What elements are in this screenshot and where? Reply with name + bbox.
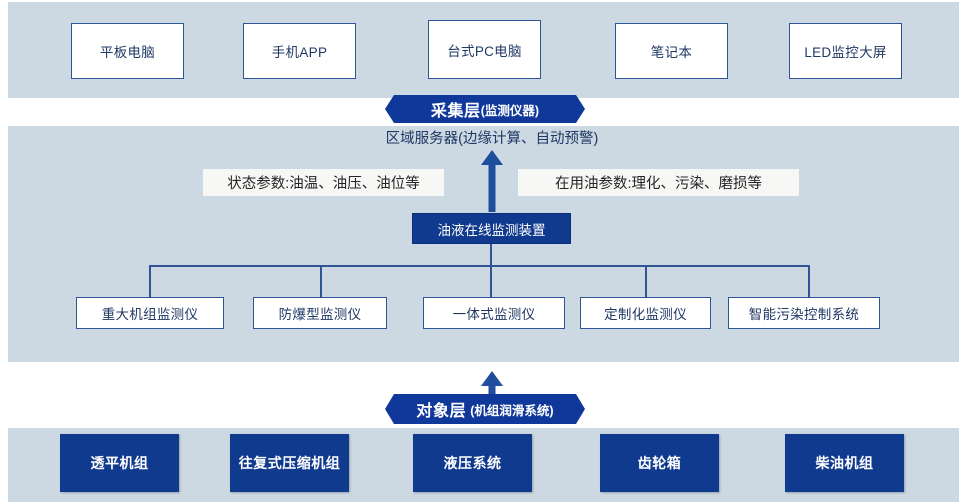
parameter-label-oil-in-use: 在用油参数:理化、污染、磨损等 [518,169,799,196]
upward-arrow-to-server [480,150,504,212]
presentation-item-desktop-pc[interactable]: 台式PC电脑 [428,20,541,79]
object-item-reciprocating-compressor[interactable]: 往复式压缩机组 [230,434,349,492]
monitor-box-integrated[interactable]: 一体式监测仪 [423,297,565,329]
collection-layer-banner-title: 采集层 [430,103,481,120]
presentation-item-laptop[interactable]: 笔记本 [615,23,728,79]
arrow-shaft [488,164,496,212]
object-layer-banner-title: 对象层 [416,403,467,420]
connector-drop-1 [149,265,151,298]
connector-drop-4 [645,265,647,298]
connector-drop-2 [320,265,322,298]
object-item-gearbox[interactable]: 齿轮箱 [600,434,719,492]
presentation-item-led-wall[interactable]: LED监控大屏 [789,23,902,79]
presentation-item-tablet[interactable]: 平板电脑 [71,23,184,79]
arrow-shaft [488,385,496,398]
connector-bus-horizontal [149,265,809,267]
object-item-diesel-unit[interactable]: 柴油机组 [785,434,904,492]
object-item-hydraulic-system[interactable]: 液压系统 [413,434,532,492]
online-oil-monitoring-device-box[interactable]: 油液在线监测装置 [412,213,571,244]
parameter-label-status: 状态参数:油温、油压、油位等 [203,169,444,196]
upward-arrow-to-collection [480,371,504,398]
monitor-box-major-unit[interactable]: 重大机组监测仪 [76,297,224,329]
connector-drop-5 [808,265,810,298]
presentation-item-mobile-app[interactable]: 手机APP [243,23,356,79]
object-layer-banner: 对象层 (机组润滑系统) [385,394,585,424]
object-layer-banner-subtitle: (机组润滑系统) [470,403,554,418]
regional-server-caption: 区域服务器(边缘计算、自动预警) [385,130,599,147]
arrow-head-icon [481,150,503,165]
monitor-box-smart-contamination-control[interactable]: 智能污染控制系统 [728,297,880,329]
monitor-box-customized[interactable]: 定制化监测仪 [580,297,711,329]
collection-layer-banner-subtitle: (监测仪器) [480,103,540,118]
collection-layer-banner: 采集层 (监测仪器) [385,95,585,123]
arrow-head-icon [481,371,503,386]
object-item-turbine-unit[interactable]: 透平机组 [60,434,179,492]
connector-stem-vertical [490,244,492,266]
monitor-box-explosion-proof[interactable]: 防爆型监测仪 [253,297,387,329]
connector-drop-3 [490,265,492,298]
